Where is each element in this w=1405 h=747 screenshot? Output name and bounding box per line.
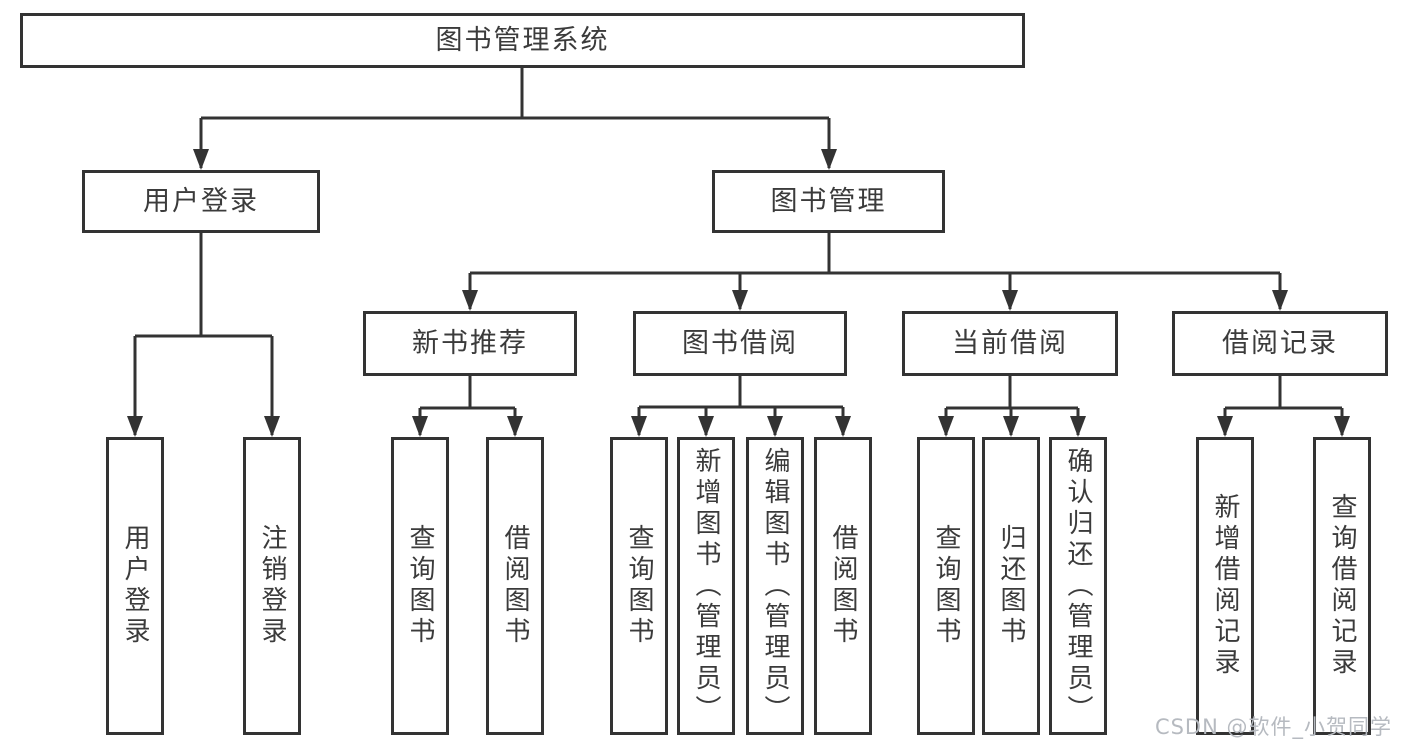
- leaf-query-books-recommend-label: 查询图书: [405, 524, 435, 648]
- node-borrow-records-label: 借阅记录: [1222, 328, 1338, 359]
- arrow-down-icon: [767, 416, 783, 437]
- leaf-query-books-recommend: 查询图书: [391, 437, 449, 735]
- leaf-borrow-books-recommend: 借阅图书: [486, 437, 544, 735]
- leaf-borrow-books-recommend-label: 借阅图书: [500, 524, 530, 648]
- arrow-down-icon: [631, 416, 647, 437]
- arrow-down-icon: [127, 416, 143, 437]
- arrow-down-icon: [938, 416, 954, 437]
- connector-lines-group: [133, 68, 1344, 435]
- leaf-query-borrow-record: 查询借阅记录: [1313, 437, 1371, 735]
- arrow-down-icon: [835, 416, 851, 437]
- leaf-return-books: 归还图书: [982, 437, 1040, 735]
- arrow-down-icon: [1334, 416, 1350, 437]
- arrow-down-icon: [193, 149, 209, 170]
- leaf-add-book-admin: 新增图书（管理员）: [677, 437, 735, 735]
- arrow-down-icon: [1070, 416, 1086, 437]
- leaf-edit-book-admin: 编辑图书（管理员）: [746, 437, 804, 735]
- node-user-login-label: 用户登录: [143, 186, 259, 217]
- arrow-down-icon: [698, 416, 714, 437]
- node-borrow-records: 借阅记录: [1172, 311, 1388, 376]
- leaf-query-borrow-record-label: 查询借阅记录: [1327, 493, 1357, 679]
- node-current-borrow: 当前借阅: [902, 311, 1118, 376]
- node-current-borrow-label: 当前借阅: [952, 328, 1068, 359]
- arrow-down-icon: [1272, 290, 1288, 311]
- leaf-user-login: 用户登录: [106, 437, 164, 735]
- leaf-borrow-books: 借阅图书: [814, 437, 872, 735]
- node-book-borrow: 图书借阅: [633, 311, 847, 376]
- leaf-borrow-books-label: 借阅图书: [828, 524, 858, 648]
- leaf-query-books-borrow-label: 查询图书: [624, 524, 654, 648]
- leaf-add-borrow-record: 新增借阅记录: [1196, 437, 1254, 735]
- arrow-down-icon: [1002, 290, 1018, 311]
- arrow-down-icon: [1003, 416, 1019, 437]
- leaf-query-books-borrow: 查询图书: [610, 437, 668, 735]
- node-new-book-recommend-label: 新书推荐: [412, 328, 528, 359]
- leaf-logout: 注销登录: [243, 437, 301, 735]
- node-new-book-recommend: 新书推荐: [363, 311, 577, 376]
- arrow-down-icon: [412, 416, 428, 437]
- node-book-borrow-label: 图书借阅: [682, 328, 798, 359]
- leaf-edit-book-admin-label: 编辑图书（管理员）: [760, 446, 790, 726]
- arrow-down-icon: [1217, 416, 1233, 437]
- watermark: CSDN @软件_小贺同学: [1154, 715, 1392, 739]
- node-book-management: 图书管理: [712, 170, 945, 233]
- arrow-down-icon: [462, 290, 478, 311]
- leaf-user-login-label: 用户登录: [120, 524, 150, 648]
- arrow-down-icon: [732, 290, 748, 311]
- leaf-confirm-return-admin-label: 确认归还（管理员）: [1063, 446, 1093, 726]
- leaf-query-books-current: 查询图书: [917, 437, 975, 735]
- arrow-down-icon: [821, 149, 837, 170]
- leaf-logout-label: 注销登录: [257, 524, 287, 648]
- leaf-return-books-label: 归还图书: [996, 524, 1026, 648]
- node-root: 图书管理系统: [20, 13, 1025, 68]
- node-book-management-label: 图书管理: [770, 186, 887, 217]
- leaf-add-borrow-record-label: 新增借阅记录: [1210, 493, 1240, 679]
- leaf-confirm-return-admin: 确认归还（管理员）: [1049, 437, 1107, 735]
- arrowheads-group: [127, 149, 1350, 437]
- node-root-label: 图书管理系统: [435, 25, 610, 56]
- leaf-add-book-admin-label: 新增图书（管理员）: [691, 446, 721, 726]
- arrow-down-icon: [264, 416, 280, 437]
- node-user-login: 用户登录: [82, 170, 320, 233]
- leaf-query-books-current-label: 查询图书: [931, 524, 961, 648]
- arrow-down-icon: [507, 416, 523, 437]
